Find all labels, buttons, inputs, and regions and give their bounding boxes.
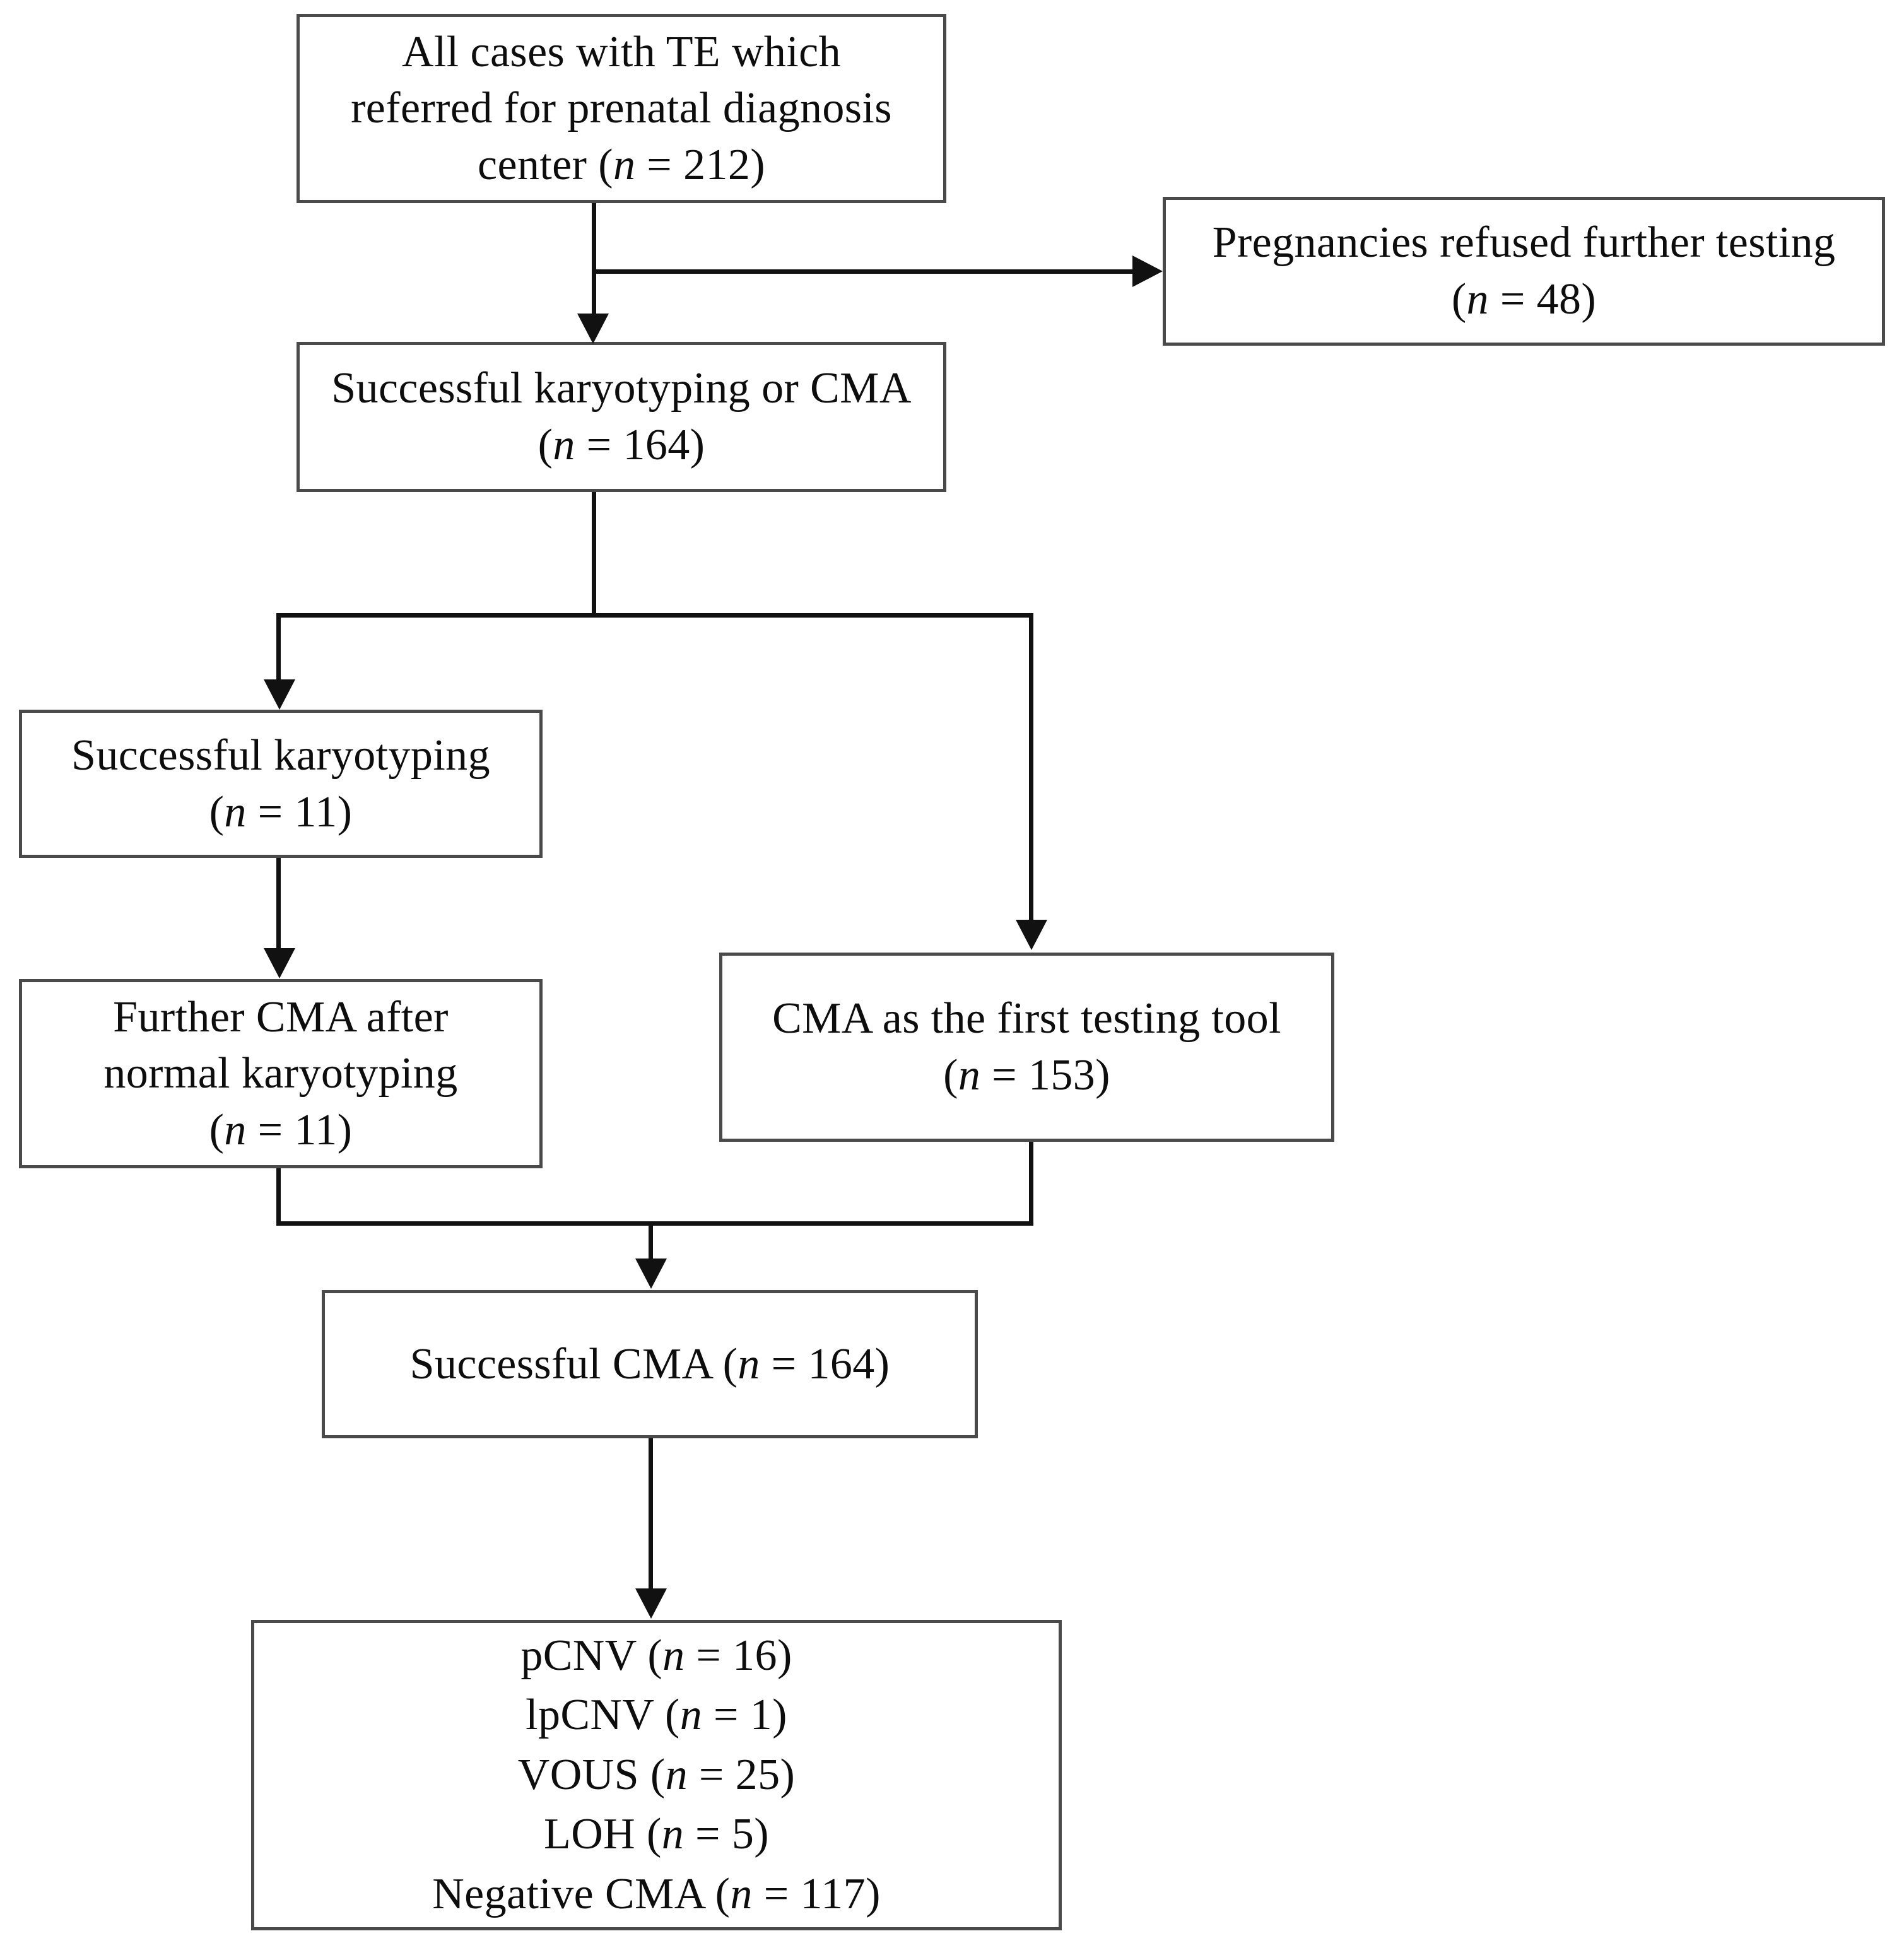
n-symbol: n xyxy=(553,421,575,469)
node-successful-cma: Successful CMA (n = 164) xyxy=(322,1290,978,1438)
edge-successful-karyo-split-stem xyxy=(592,492,596,616)
edge-merge-to-successful-cma xyxy=(649,1221,653,1260)
node-cma-outcomes: pCNV (n = 16) lpCNV (n = 1) VOUS (n = 25… xyxy=(251,1620,1062,1930)
edge-successful-karyo-to-further-cma-arrowhead xyxy=(264,948,295,978)
edge-split-left-drop xyxy=(276,613,281,683)
edge-all-cases-to-successful-karyo-arrowhead xyxy=(577,314,609,344)
node-successful-karyotyping-or-cma-line1: Successful karyotyping or CMA xyxy=(331,364,912,413)
edge-all-cases-to-refused-arrowhead xyxy=(1132,255,1163,287)
node-further-cma-line3: (n = 11) xyxy=(209,1105,353,1154)
n-symbol: n xyxy=(730,1869,753,1918)
node-further-cma-line2: normal karyotyping xyxy=(103,1049,458,1098)
outcome-row-vous: VOUS (n = 25) xyxy=(517,1750,796,1799)
node-pregnancies-refused-line1: Pregnancies refused further testing xyxy=(1212,218,1836,267)
node-successful-karyotyping-or-cma-line2: (n = 164) xyxy=(538,421,705,469)
edge-split-right-arrowhead xyxy=(1016,920,1047,950)
edge-further-cma-merge-drop xyxy=(276,1168,281,1225)
node-all-cases: All cases with TE which referred for pre… xyxy=(297,14,946,203)
edge-split-bar xyxy=(276,613,1033,618)
node-pregnancies-refused: Pregnancies refused further testing (n =… xyxy=(1163,197,1885,346)
node-successful-karyotyping-or-cma: Successful karyotyping or CMA (n = 164) xyxy=(297,342,946,492)
n-symbol: n xyxy=(1466,275,1489,324)
outcome-row-pcnv: pCNV (n = 16) xyxy=(520,1631,792,1680)
edge-successful-cma-to-outcomes xyxy=(649,1438,653,1590)
edge-merge-to-successful-cma-arrowhead xyxy=(635,1259,667,1289)
node-cma-as-first-testing-tool: CMA as the first testing tool (n = 153) xyxy=(719,953,1334,1142)
node-cma-first-tool-line2: (n = 153) xyxy=(943,1051,1110,1100)
node-successful-cma-line1: Successful CMA (n = 164) xyxy=(409,1339,890,1388)
n-symbol: n xyxy=(661,1810,685,1859)
node-all-cases-line2: referred for prenatal diagnosis xyxy=(351,84,892,133)
outcome-row-lpcnv: lpCNV (n = 1) xyxy=(526,1691,787,1740)
outcome-row-negative-cma: Negative CMA (n = 117) xyxy=(432,1869,881,1918)
n-symbol: n xyxy=(679,1691,703,1740)
edge-all-cases-to-successful-karyo-stem xyxy=(592,203,596,314)
node-successful-karyotyping: Successful karyotyping (n = 11) xyxy=(19,710,543,858)
edge-merge-bar xyxy=(276,1221,1033,1226)
node-all-cases-line1: All cases with TE which xyxy=(401,27,842,76)
n-symbol: n xyxy=(738,1339,760,1388)
n-symbol: n xyxy=(662,1631,685,1680)
edge-successful-karyo-to-further-cma xyxy=(276,858,281,949)
n-symbol: n xyxy=(613,140,636,189)
edge-split-left-arrowhead xyxy=(264,679,295,710)
node-all-cases-line3: center (n = 212) xyxy=(478,140,765,189)
node-successful-karyotyping-line2: (n = 11) xyxy=(209,787,353,836)
n-symbol: n xyxy=(224,787,247,836)
node-further-cma-after-normal-karyotyping: Further CMA after normal karyotyping (n … xyxy=(19,979,543,1168)
outcome-row-loh: LOH (n = 5) xyxy=(544,1810,769,1859)
n-symbol: n xyxy=(665,1750,688,1799)
node-cma-first-tool-line1: CMA as the first testing tool xyxy=(772,994,1281,1043)
node-pregnancies-refused-line2: (n = 48) xyxy=(1451,275,1597,324)
edge-cma-first-tool-merge-drop xyxy=(1029,1142,1033,1225)
node-further-cma-line1: Further CMA after xyxy=(113,992,449,1041)
edge-successful-cma-to-outcomes-arrowhead xyxy=(635,1588,667,1619)
n-symbol: n xyxy=(958,1051,981,1100)
node-successful-karyotyping-line1: Successful karyotyping xyxy=(71,730,490,780)
edge-split-right-drop xyxy=(1029,613,1033,922)
edge-all-cases-to-refused-horizontal xyxy=(592,269,1134,274)
edge-all-cases-to-successful-karyo-lower xyxy=(592,269,596,317)
n-symbol: n xyxy=(224,1105,247,1154)
